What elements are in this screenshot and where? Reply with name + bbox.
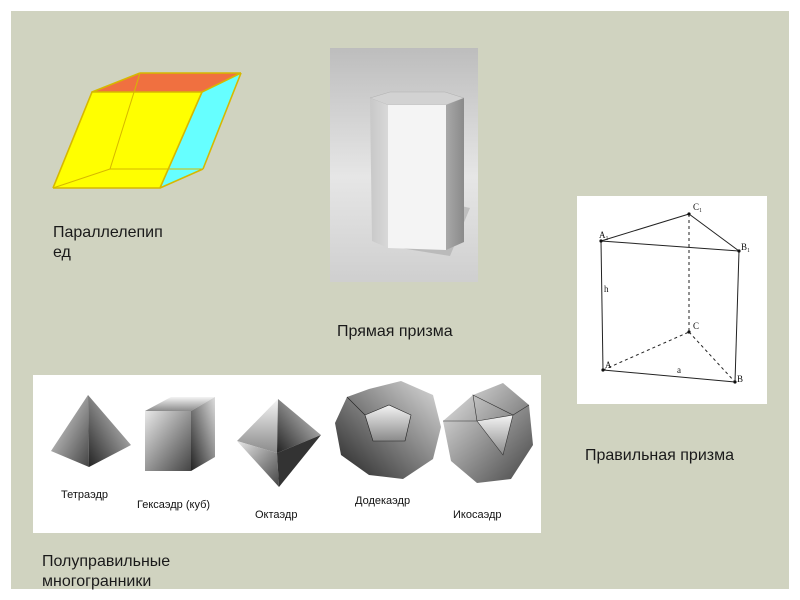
label-a1: A₁	[599, 230, 609, 240]
polyhedron-label-tetrahedron: Тетраэдр	[61, 489, 109, 501]
parallelepiped-side-face	[160, 73, 241, 188]
right-prism-caption: Прямая призма	[337, 323, 453, 340]
semiregular-caption: Полуправильные многогранники	[42, 552, 170, 592]
parallelepiped-image	[52, 72, 242, 189]
prism-left-face	[370, 98, 388, 248]
label-edge-a: a	[677, 365, 681, 375]
cube-shape	[145, 397, 215, 471]
octahedron-shape	[237, 399, 321, 487]
label-a: A	[605, 360, 612, 370]
polyhedra-panel: Тетраэдр Гексаэдр (куб) Октаэдр Додекаэд…	[33, 375, 541, 533]
regular-prism-diagram: A₁ C₁ B₁ h C A a B	[577, 196, 767, 404]
semiregular-caption-line2: многогранники	[42, 573, 152, 590]
polyhedron-label-icosahedron: Икосаэдр	[453, 509, 502, 521]
regular-prism-caption: Правильная призма	[585, 447, 734, 464]
icosahedron-shape	[443, 383, 533, 483]
parallelepiped-caption: Параллелепип ед	[53, 223, 163, 263]
label-b: B	[737, 374, 743, 384]
label-c: C	[693, 321, 699, 331]
prism-top	[369, 91, 465, 106]
label-h: h	[604, 284, 609, 294]
label-b1: B₁	[741, 242, 750, 252]
label-c1: C₁	[693, 202, 702, 212]
semiregular-caption-line1: Полуправильные	[42, 553, 171, 570]
dodecahedron-shape	[335, 381, 441, 479]
tetrahedron-shape	[51, 395, 131, 467]
parallelepiped-front-face	[53, 92, 202, 188]
prism-front-face	[388, 105, 446, 250]
polyhedron-label-dodecahedron: Додекаэдр	[355, 495, 411, 507]
polyhedra-drawings	[51, 381, 533, 487]
polyhedron-label-octahedron: Октаэдр	[255, 509, 298, 521]
right-prism-photo	[330, 48, 478, 282]
parallelepiped-caption-line1: Параллелепип	[53, 224, 163, 241]
polyhedron-label-cube: Гексаэдр (куб)	[137, 499, 211, 511]
parallelepiped-caption-line2: ед	[53, 244, 71, 261]
prism-right-face	[446, 98, 464, 250]
